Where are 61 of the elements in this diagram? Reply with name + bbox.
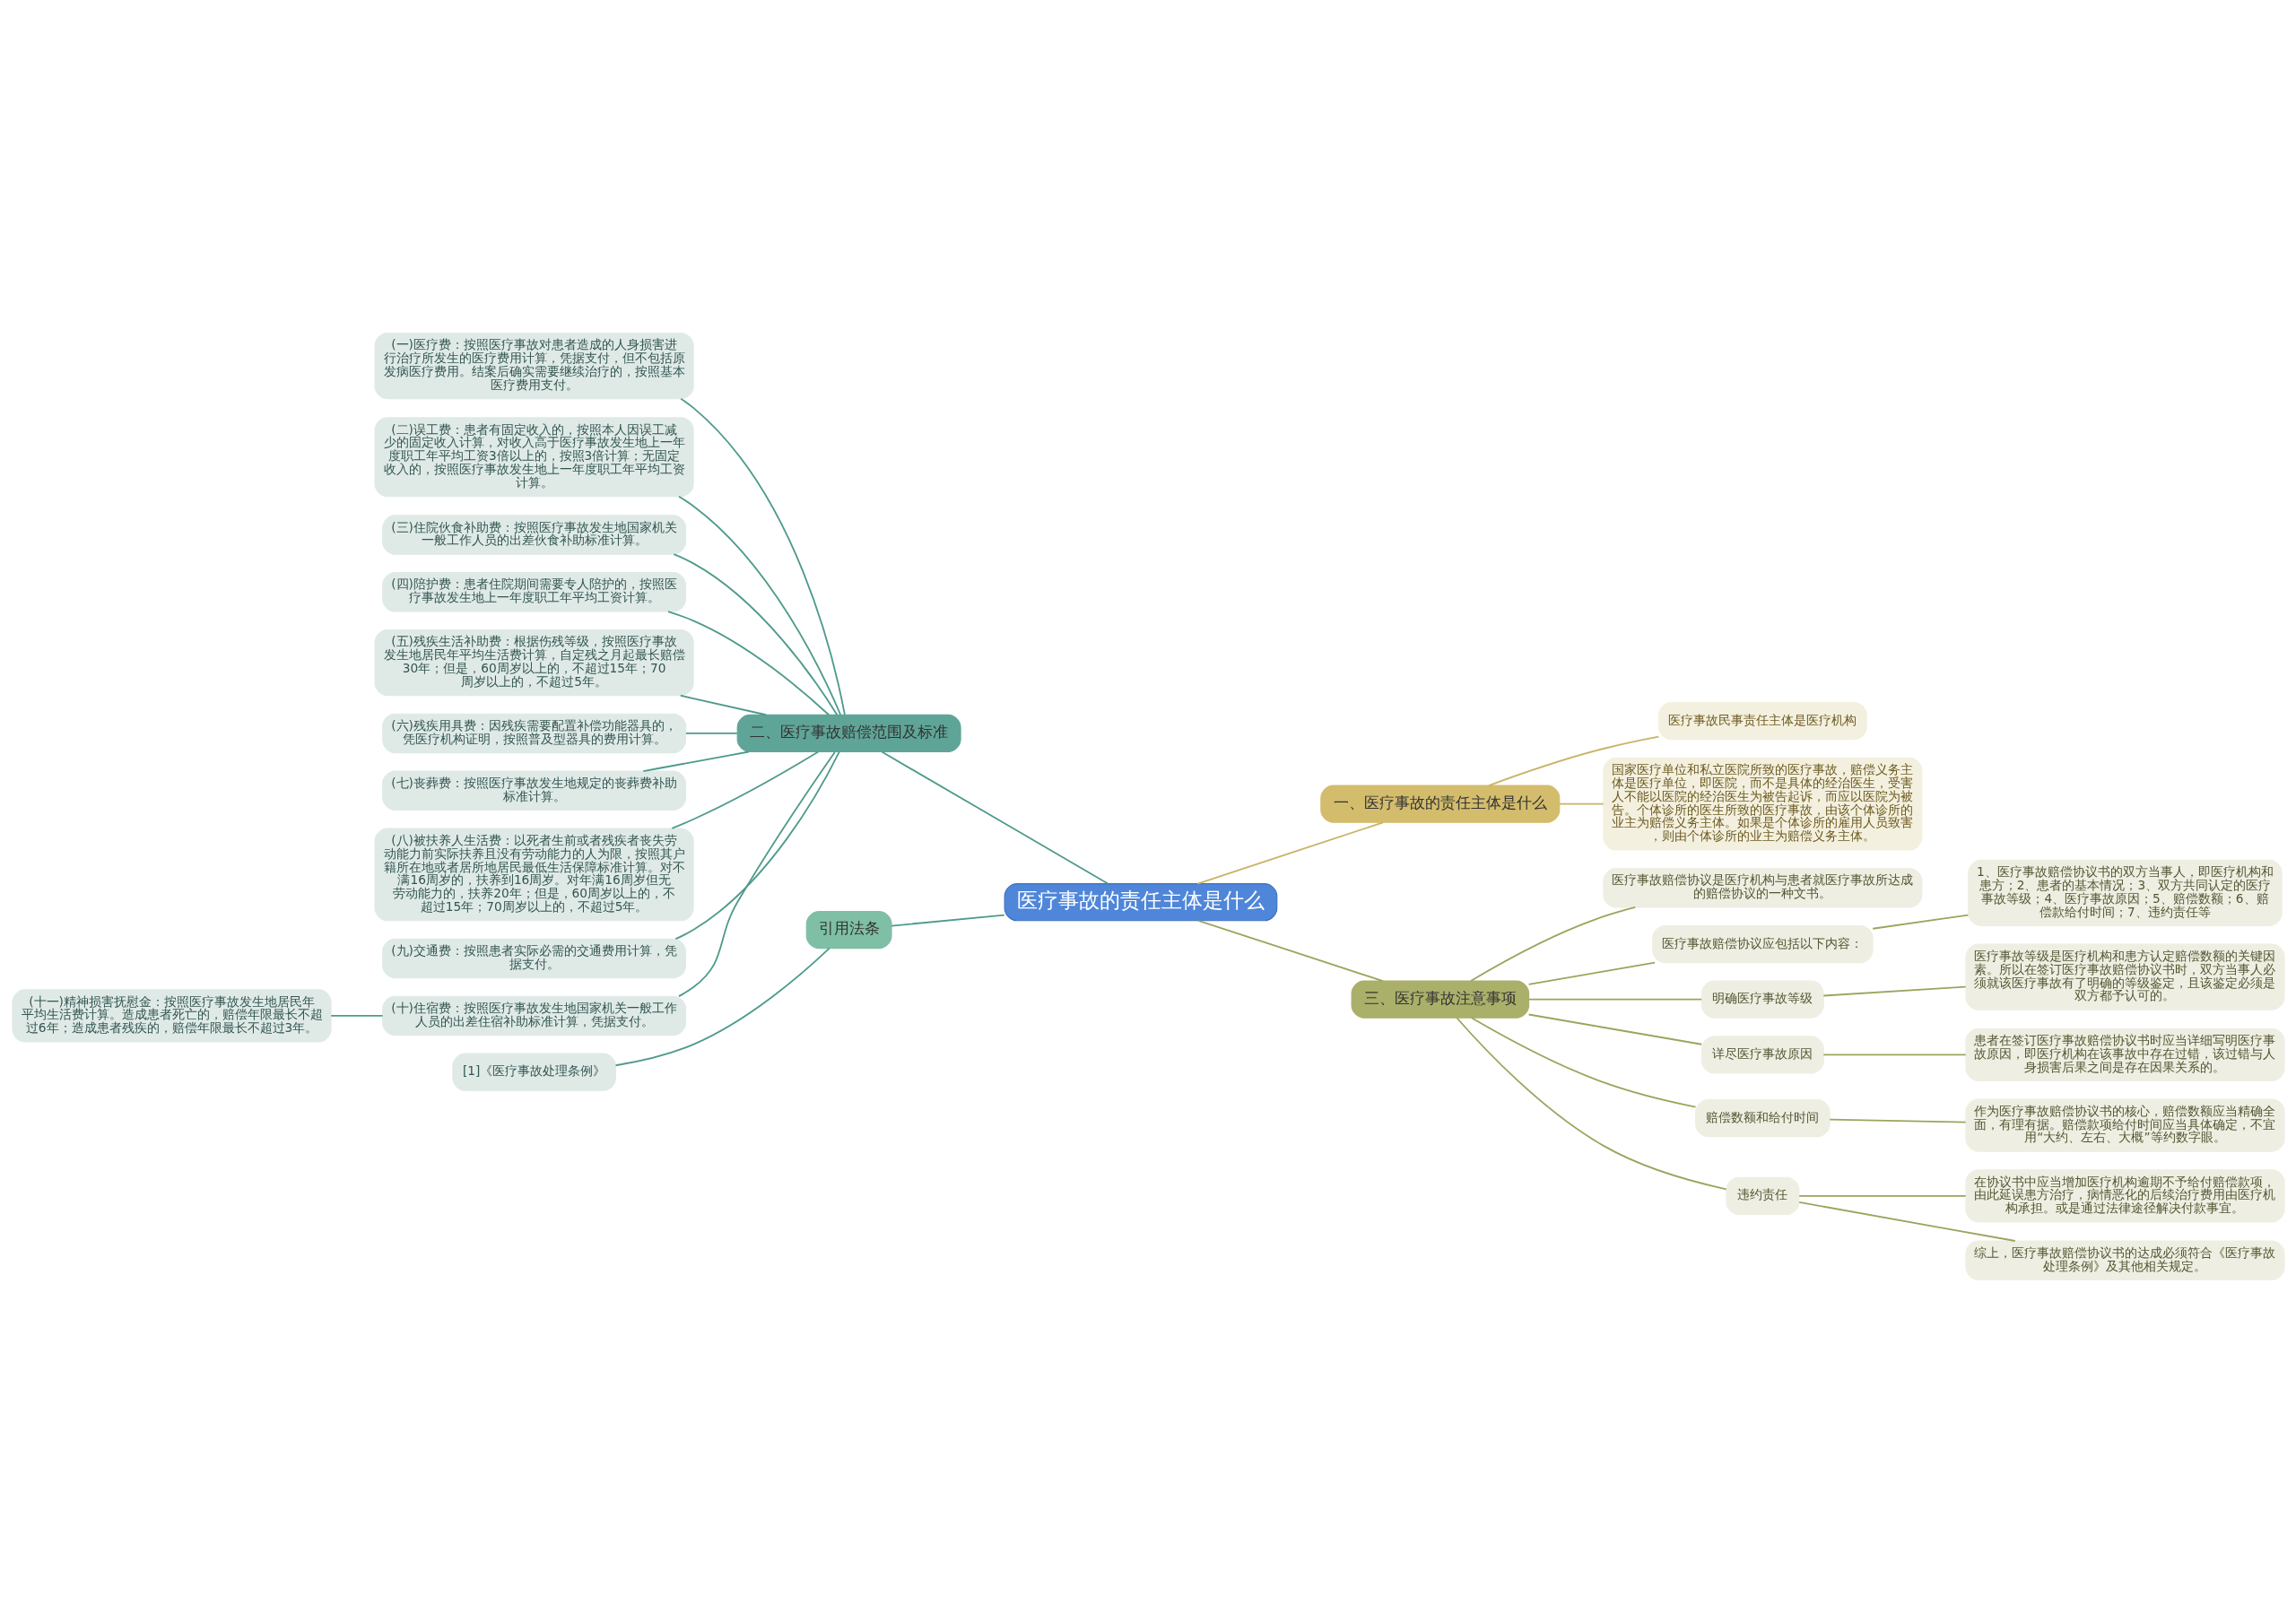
connector [1527,998,1702,1001]
connector [1558,802,1605,805]
node-box: 违约责任 [1725,1176,1799,1215]
node-box: 医疗事故赔偿协议应包括以下内容： [1651,924,1874,964]
connector [1527,1013,1702,1045]
connector [641,750,750,772]
node-box: 三、医疗事故注意事项 [1351,980,1529,1019]
node-box: 在协议书中应当增加医疗机构逾期不予给付赔偿款项，由此延误患方治疗，病情恶化的后续治疗费用由医疗机构承担。或是通过法律途径解决付款事宜。 [1964,1169,2285,1223]
connector [1196,821,1384,885]
node-box: (二)误工费：患者有固定收入的，按照本人因误工减少的固定收入计算，对收入高于医疗事故发生地上一年度职工年平均工资3倍以上的，按照3倍计算；无固定收入的，按照医疗事故发生地上一年度职工年平均工资计算。 [374,417,694,498]
node-box: (五)残疾生活补助费：根据伤残等级，按照医疗事故发生地居民年平均生活费计算，自定残之月起最长赔偿30年；但是，60周岁以上的，不超过15年；70周岁以上的，不超过5年。 [374,629,694,697]
node-box: 详尽医疗事故原因 [1700,1036,1824,1074]
node-box: 医疗事故民事责任主体是医疗机构 [1657,702,1867,741]
connector [1797,1194,1967,1197]
node-box: 医疗事故等级是医疗机构和患方认定赔偿数额的关键因素。所以在签订医疗事故赔偿协议书时，双方当事人必须就该医疗事故有了明确的等级鉴定，且该鉴定必须是双方都予认可的。 [1964,943,2285,1010]
connector [679,694,767,716]
node-box: (八)被扶养人生活费：以死者生前或者残疾者丧失劳动能力前实际扶养且没有劳动能力的人为限，按照其户籍所在地或者居所地居民最低生活保障标准计算。对不满16周岁的，扶养到16周岁。对年满16周岁但无劳动能力的，扶养20年；但是，60周岁以上的，不超过15年；70周岁以上的，不超过5年。 [374,828,694,922]
node-box: (六)残疾用具费：因残疾需要配置补偿功能器具的，凭医疗机构证明，按照普及型器具的费用计算。 [381,713,686,754]
node-box: 赔偿数额和给付时间 [1694,1098,1831,1138]
connector [1469,906,1636,982]
connector [1487,735,1659,786]
node-box: 综上，医疗事故赔偿协议书的达成必须符合《医疗事故处理条例》及其他相关规定。 [1964,1240,2285,1280]
node-box: [1]《医疗事故处理条例》 [451,1053,616,1091]
connector [1196,919,1384,982]
node-box: (十)住宿费：按照医疗事故发生地国家机关一般工作人员的出差住宿补助标准计算，凭据支付。 [381,995,686,1036]
connector [329,1015,383,1017]
node-box: 引用法条 [805,910,892,950]
connector [666,611,830,716]
connector [614,947,831,1067]
connector [1797,1201,2016,1242]
node-box: (十一)精神损害抚慰金：按照医疗事故发生地居民年平均生活费计算。造成患者死亡的，赔偿年限最长不超过6年；造成患者残疾的，赔偿年限最长不超过3年。 [11,989,332,1043]
connector [677,495,841,715]
node-box: 国家医疗单位和私立医院所致的医疗事故，赔偿义务主体是医疗单位，即医院，而不是具体的经治医生，受害人不能以医院的经治医生为被告起诉，而应以医院为被告。个体诊所的医生所致的医疗事故，由该个体诊所的业主为赔偿义务主体。如果是个体诊所的雇用人员致害，则由个体诊所的业主为赔偿义务主体。 [1602,757,1922,851]
connector [1470,1017,1696,1108]
connector [1828,1118,1967,1123]
connector [672,553,838,716]
node-box: 一、医疗事故的责任主体是什么 [1319,785,1560,823]
connector [1822,985,1967,997]
connector [1455,1017,1727,1191]
node-box: 1、医疗事故赔偿协议书的双方当事人，即医疗机构和患方；2、患者的基本情况；3、双方共同认定的医疗事故等级；4、医疗事故原因；5、赔偿数额；6、赔偿款给付时间；7、违约责任等 [1967,859,2283,927]
connector [1871,914,1969,930]
connector [880,750,1109,885]
connector [1822,1054,1967,1056]
node-box: (三)住院伙食补助费：按照医疗事故发生地国家机关一般工作人员的出差伙食补助标准计算。 [381,515,686,555]
node-box: (九)交通费：按照患者实际必需的交通费用计算，凭据支付。 [381,938,686,979]
node-box: 医疗事故的责任主体是什么 [1004,883,1277,922]
connector [677,751,836,998]
connector [670,750,819,829]
connector [1527,961,1656,985]
node-box: 医疗事故赔偿协议是医疗机构与患者就医疗事故所达成的赔偿协议的一种文书。 [1602,868,1922,908]
connector [674,750,840,941]
node-box: 作为医疗事故赔偿协议书的核心，赔偿数额应当精确全面，有理有据。赔偿款项给付时间应当具体确定，不宜用“大约、左右、大概”等约数字眼。 [1964,1098,2285,1152]
connector [890,914,1005,927]
node-box: (四)陪护费：患者住院期间需要专人陪护的，按照医疗事故发生地上一年度职工年平均工资计算。 [381,572,686,612]
node-box: 二、医疗事故赔偿范围及标准 [736,714,961,752]
node-box: (一)医疗费：按照医疗事故对患者造成的人身损害进行治疗所发生的医疗费用计算，凭据支付，但不包括原发病医疗费用。结案后确实需要继续治疗的，按照基本医疗费用支付。 [374,333,694,400]
node-box: 患者在签订医疗事故赔偿协议书时应当详细写明医疗事故原因，即医疗机构在该事故中存在过错，该过错与人身损害后果之间是存在因果关系的。 [1964,1028,2285,1081]
node-box: (七)丧葬费：按照医疗事故发生地规定的丧葬费补助标准计算。 [381,770,686,811]
connector [684,732,738,734]
connector [679,397,846,715]
node-box: 明确医疗事故等级 [1700,980,1824,1019]
